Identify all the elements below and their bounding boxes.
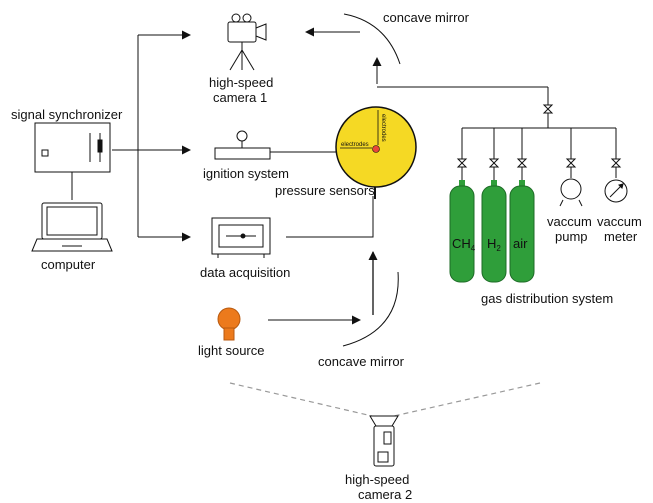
camera-2-icon xyxy=(369,415,399,467)
gas-manifold xyxy=(377,86,617,180)
svg-text:CH4: CH4 xyxy=(452,236,476,253)
vacuum-meter-label-line1: vaccum xyxy=(597,214,642,229)
valves xyxy=(456,104,622,168)
electrodes-label-horizontal: electrodes xyxy=(341,142,369,148)
optical-path xyxy=(268,27,382,325)
concave-mirror-bottom-icon xyxy=(342,271,399,347)
camera-2-label-line2: camera 2 xyxy=(358,487,412,502)
vacuum-meter-icon xyxy=(604,179,628,203)
electrode-spark-icon xyxy=(372,145,380,153)
cylinder-label-ch4: CH xyxy=(452,236,471,251)
valve-icon xyxy=(610,158,622,168)
computer-label: computer xyxy=(41,257,96,272)
data-acquisition-label: data acquisition xyxy=(200,265,290,280)
camera-2-label-line1: high-speed xyxy=(345,472,409,487)
vacuum-pump-icon xyxy=(559,178,583,207)
valve-icon xyxy=(488,158,500,168)
camera-1-label-line1: high-speed xyxy=(209,75,273,90)
gas-cylinder-h2: H2 xyxy=(481,180,507,283)
combustion-chamber xyxy=(335,106,417,199)
cylinder-subscript-ch4: 4 xyxy=(471,244,476,253)
gas-cylinder-air: air xyxy=(509,180,535,283)
valve-icon xyxy=(565,158,577,168)
data-acquisition-icon xyxy=(211,217,271,258)
concave-mirror-top-icon xyxy=(343,13,401,65)
valve-icon xyxy=(456,158,468,168)
concave-mirror-bottom-label: concave mirror xyxy=(318,354,405,369)
svg-text:H2: H2 xyxy=(487,236,501,253)
pressure-wire xyxy=(286,196,374,238)
cylinder-label-air: air xyxy=(513,236,528,251)
cylinder-label-h2: H xyxy=(487,236,496,251)
vacuum-pump-label-line1: vaccum xyxy=(547,214,592,229)
gas-distribution-label: gas distribution system xyxy=(481,291,613,306)
camera-1-label-line2: camera 1 xyxy=(213,90,267,105)
vacuum-meter-label-line2: meter xyxy=(604,229,638,244)
signal-synchronizer-icon xyxy=(34,122,111,173)
light-source-icon xyxy=(217,307,241,341)
camera-2-view-lines xyxy=(229,382,541,417)
concave-mirror-top-label: concave mirror xyxy=(383,10,470,25)
pressure-sensors-label: pressure sensors xyxy=(275,183,375,198)
ignition-system-label: ignition system xyxy=(203,166,289,181)
ignition-system-icon xyxy=(214,130,271,160)
computer-icon xyxy=(31,202,113,252)
light-source-label: light source xyxy=(198,343,264,358)
camera-1-icon xyxy=(227,13,267,71)
sync-connections xyxy=(71,30,191,242)
valve-icon xyxy=(516,158,528,168)
signal-synchronizer-label: signal synchronizer xyxy=(11,107,123,122)
vacuum-pump-label-line2: pump xyxy=(555,229,588,244)
electrodes-label-vertical: electrodes xyxy=(380,114,386,142)
cylinder-subscript-h2: 2 xyxy=(496,244,501,253)
valve-icon xyxy=(542,104,554,114)
gas-cylinder-ch4: CH4 xyxy=(449,180,476,283)
